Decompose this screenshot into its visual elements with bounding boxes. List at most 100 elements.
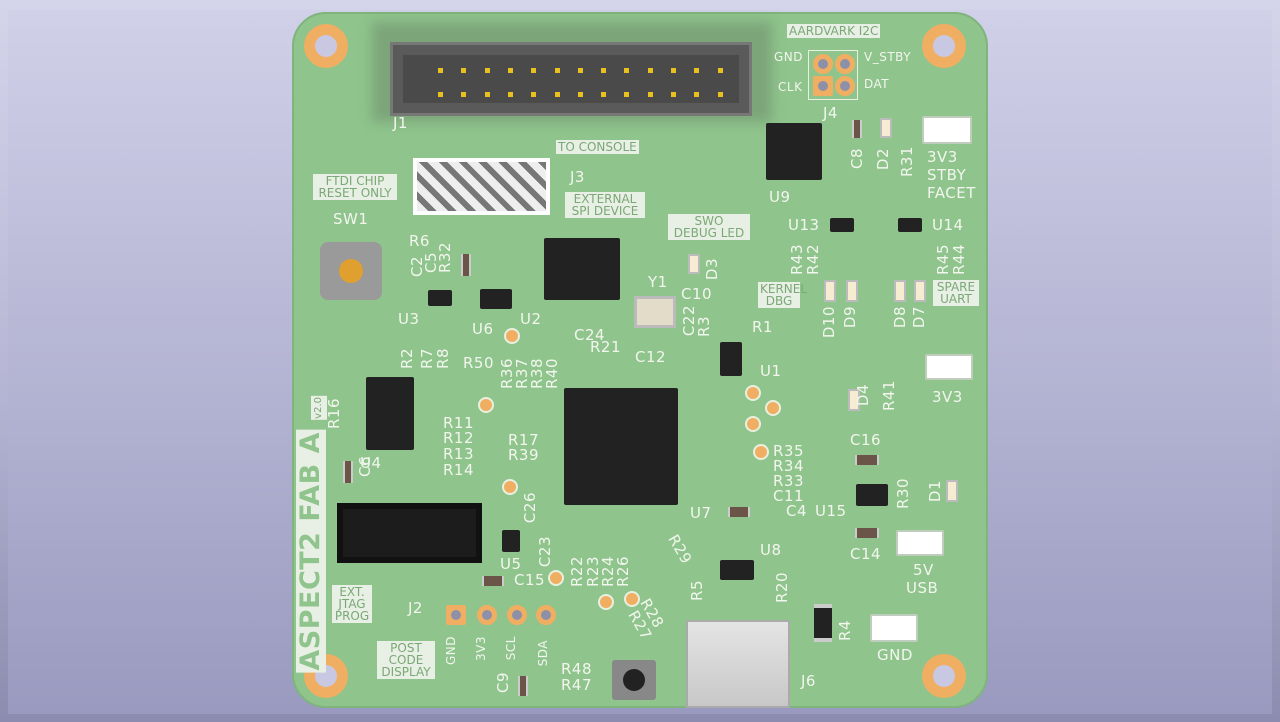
testpoint-3v3[interactable] — [925, 354, 973, 380]
ref-c24: C24 — [574, 326, 606, 344]
push-button[interactable] — [612, 660, 656, 700]
ref-c9: C9 — [494, 672, 512, 694]
j1-pin — [647, 92, 653, 97]
ref-r41: R41 — [880, 380, 898, 412]
ref-r40: R40 — [543, 358, 561, 390]
ref-r13: R13 — [443, 445, 475, 463]
j1-pin — [601, 68, 607, 73]
j1-pin — [577, 68, 583, 73]
ref-r34: R34 — [773, 457, 805, 475]
ref-c23: C23 — [536, 536, 554, 568]
u13-chip — [830, 218, 854, 232]
via — [504, 328, 520, 344]
u8-chip — [720, 560, 754, 580]
ref-c12: C12 — [635, 348, 667, 366]
c16-capacitor — [855, 455, 879, 465]
usb-c-connector-j6[interactable] — [686, 620, 790, 708]
ref-c6: C6 — [356, 456, 374, 478]
j3-spi-connector[interactable] — [413, 158, 550, 215]
j1-pin — [717, 92, 723, 97]
ref-u2: U2 — [520, 310, 542, 328]
ref-r47: R47 — [561, 676, 593, 694]
ref-r33: R33 — [773, 472, 805, 490]
j1-header-connector[interactable] — [390, 42, 752, 116]
ref-r50: R50 — [463, 354, 495, 372]
ref-d7: D7 — [910, 306, 928, 329]
y1-crystal — [634, 296, 676, 328]
mounting-hole — [304, 24, 348, 68]
j2-pad — [536, 605, 556, 625]
ref-r4: R4 — [836, 620, 854, 641]
jtag-connector[interactable] — [337, 503, 482, 563]
u5-chip — [502, 530, 520, 552]
j1-pin — [438, 92, 443, 97]
d4-led — [848, 389, 860, 411]
mounting-hole — [304, 654, 348, 698]
ref-r7: R7 — [418, 348, 436, 369]
j2-pad — [477, 605, 497, 625]
d7-led — [914, 280, 926, 302]
j1-pin — [507, 92, 513, 97]
note-swo-1: SWO — [694, 214, 724, 228]
via — [478, 397, 494, 413]
ref-r1: R1 — [752, 318, 773, 336]
ref-r35: R35 — [773, 442, 805, 460]
d9-led — [846, 280, 858, 302]
ref-r6: R6 — [409, 232, 430, 250]
j1-pin — [484, 68, 490, 73]
tp-label-facet: FACET — [927, 184, 976, 202]
note-ftdi-2: RESET ONLY — [318, 186, 392, 200]
ref-d2: D2 — [874, 148, 892, 171]
ref-c16: C16 — [850, 431, 882, 449]
testpoint-5v[interactable] — [896, 530, 944, 556]
board-name: ASPECT2 FAB A — [295, 430, 326, 673]
note-spi-1: EXTERNAL — [573, 192, 637, 206]
pin-j2-sda: SDA — [536, 640, 550, 667]
j2-pad — [446, 605, 466, 625]
testpoint-3v3-stby[interactable] — [922, 116, 972, 144]
u3-chip — [428, 290, 452, 306]
ref-c8: C8 — [848, 148, 866, 170]
ref-u5: U5 — [500, 555, 522, 573]
ref-y1: Y1 — [648, 273, 668, 291]
r4-resistor — [814, 604, 832, 642]
j4-outline — [808, 50, 858, 100]
ref-u15: U15 — [815, 502, 847, 520]
j2-pad — [507, 605, 527, 625]
note-spare-1: SPARE — [936, 280, 976, 294]
sw1-reset-button[interactable] — [320, 242, 382, 300]
ref-d4: D4 — [854, 384, 872, 407]
mcu-chip — [564, 388, 678, 505]
ref-d1: D1 — [926, 480, 944, 503]
u15-chip — [856, 484, 888, 506]
u14-chip — [898, 218, 922, 232]
ref-r21: R21 — [590, 338, 622, 356]
ref-r45: R45 — [934, 244, 952, 276]
c8-capacitor — [852, 120, 862, 138]
ref-r30: R30 — [894, 478, 912, 510]
j1-pin — [461, 92, 467, 97]
ref-r43: R43 — [788, 244, 806, 276]
ref-d9: D9 — [841, 306, 859, 329]
ref-r16: R16 — [325, 398, 343, 430]
j1-pin — [671, 68, 676, 73]
mounting-hole — [922, 654, 966, 698]
ref-u13: U13 — [788, 216, 820, 234]
via — [765, 400, 781, 416]
ref-r42: R42 — [804, 244, 822, 276]
tp-label-stby: STBY — [927, 166, 967, 184]
via — [753, 444, 769, 460]
ref-u7: U7 — [690, 504, 712, 522]
note-swo-2: DEBUG LED — [673, 226, 745, 240]
ref-r12: R12 — [443, 429, 475, 447]
ref-sw1: SW1 — [333, 210, 369, 228]
ref-j3: J3 — [570, 168, 585, 186]
testpoint-gnd[interactable] — [870, 614, 918, 642]
note-aardvark: AARDVARK I2C — [787, 24, 881, 38]
d2-led — [880, 118, 892, 138]
u6-chip — [480, 289, 512, 309]
pin-j2-gnd: GND — [444, 636, 458, 666]
note-post-3: DISPLAY — [381, 665, 431, 679]
j1-pin — [554, 68, 560, 73]
note-post-2: CODE — [388, 653, 424, 667]
